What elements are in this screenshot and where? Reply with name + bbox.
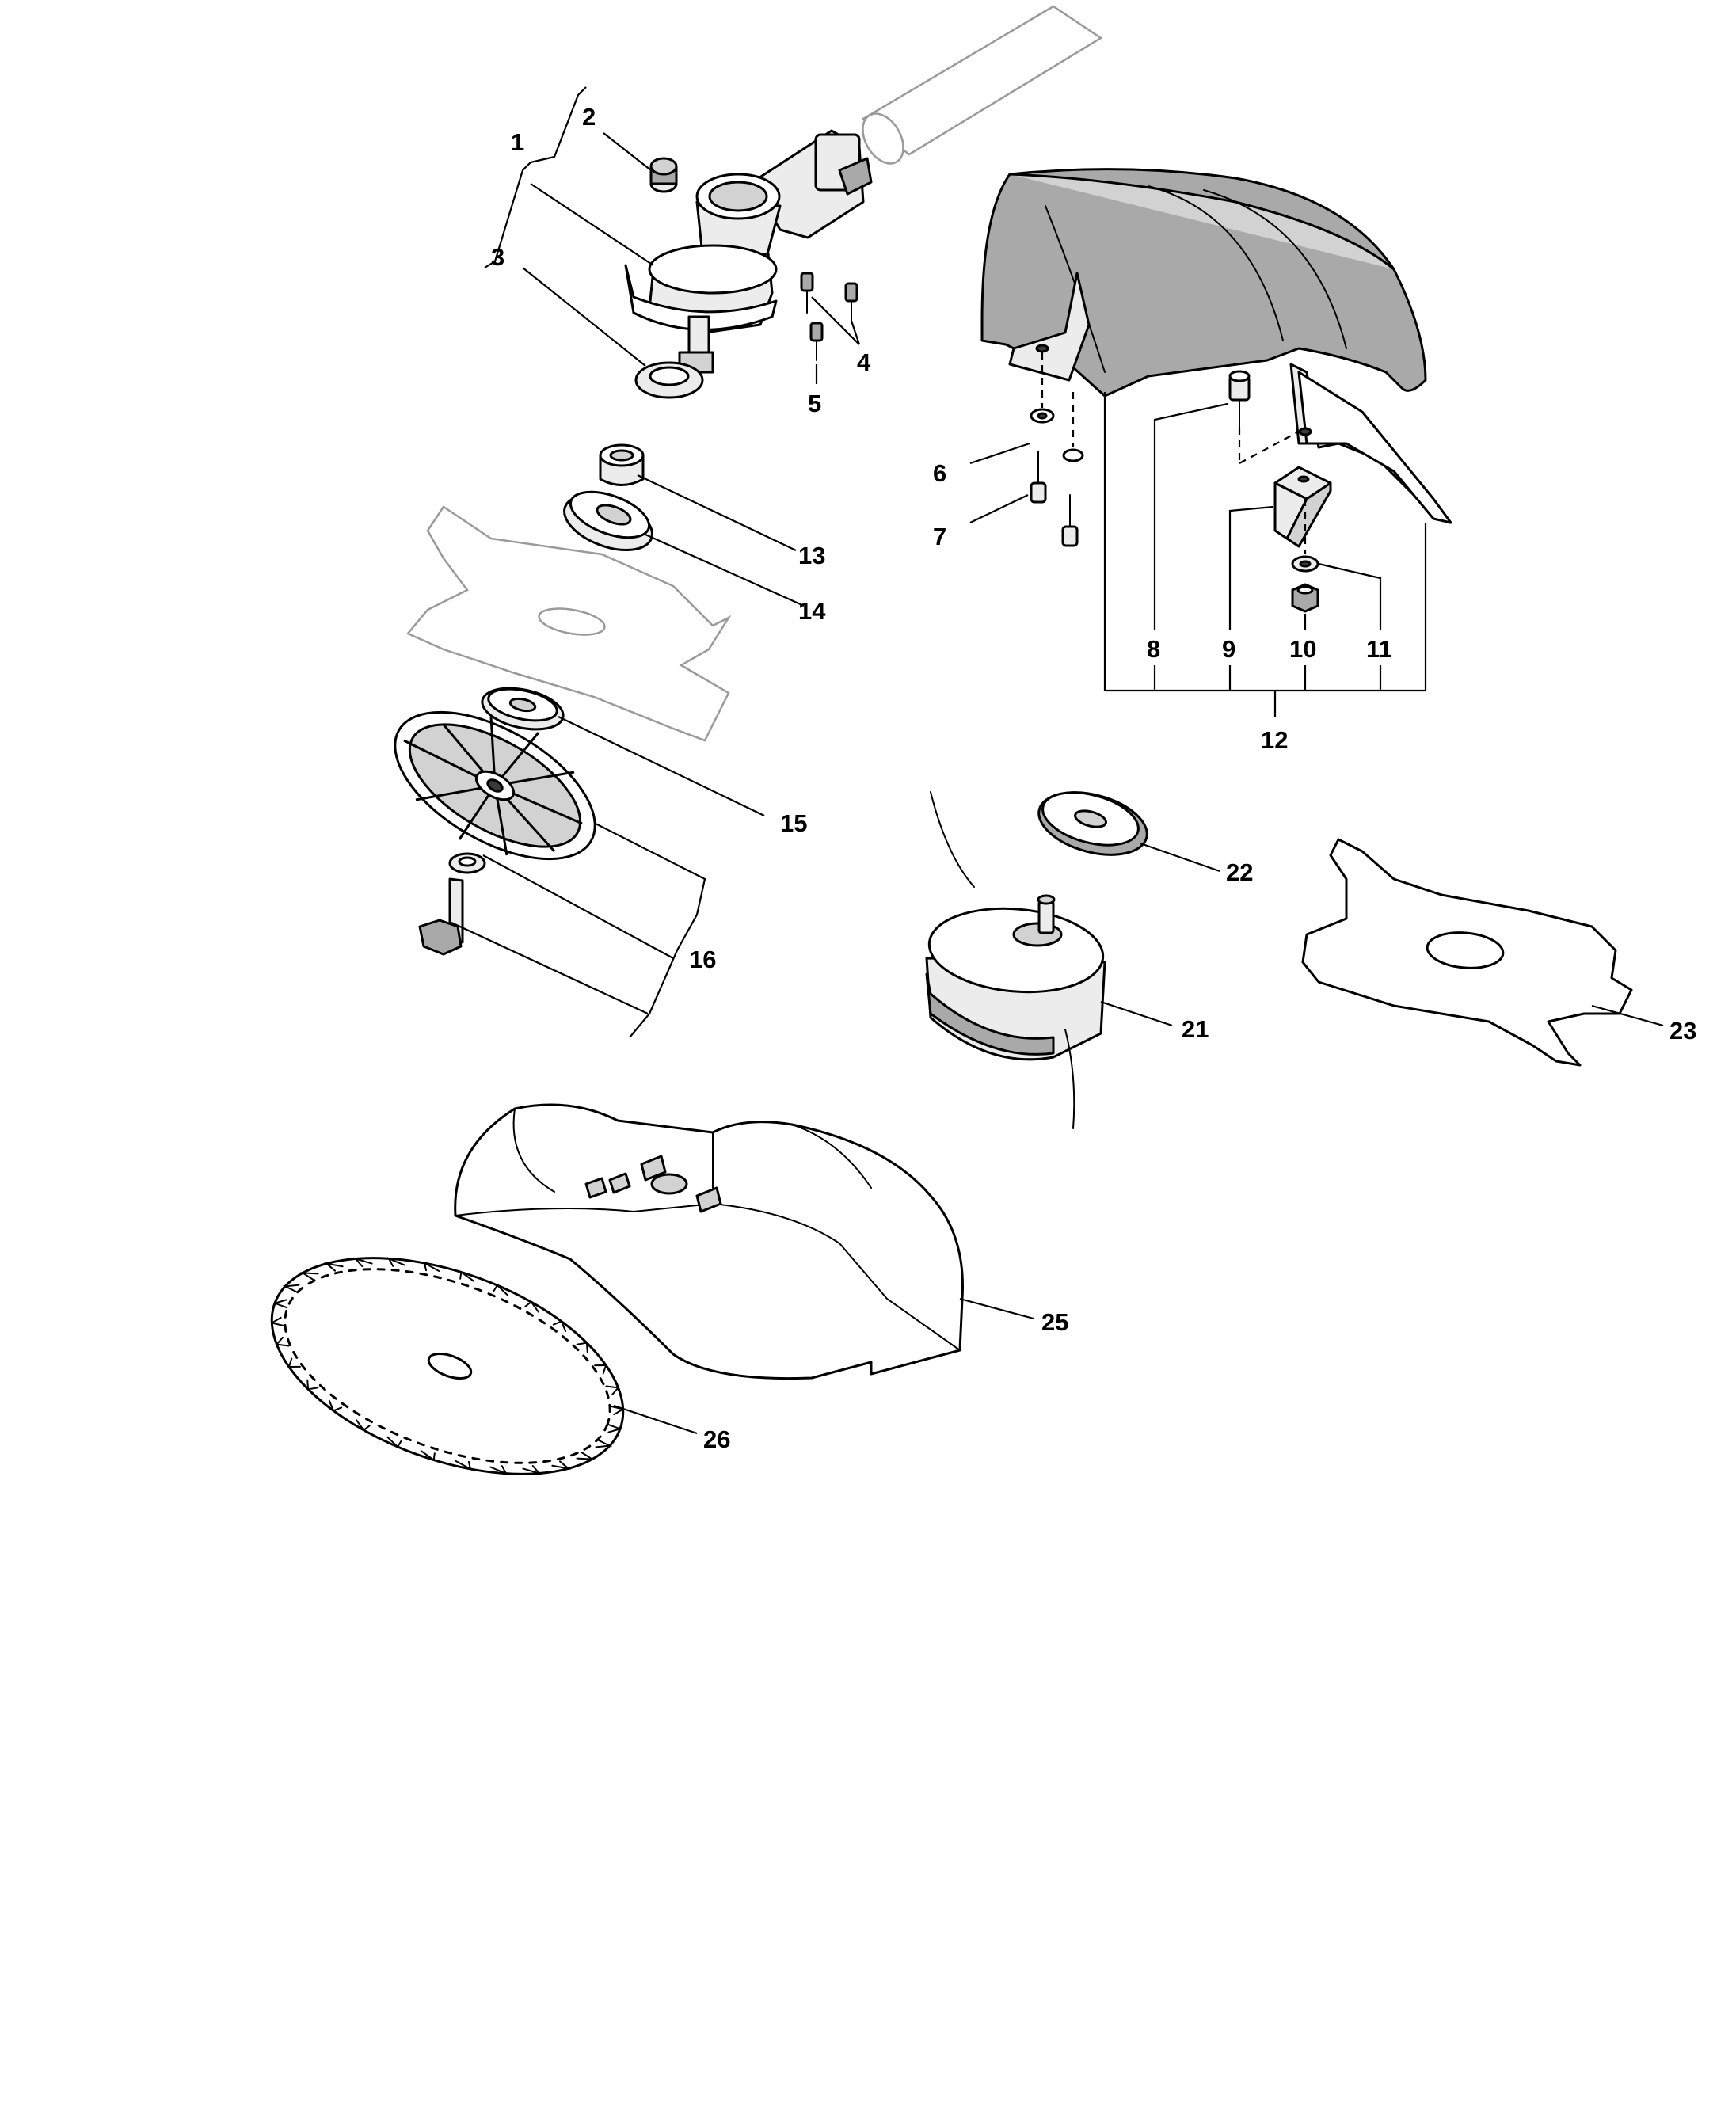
part-23-blade — [1301, 838, 1633, 1067]
saw-tooth — [576, 1452, 596, 1460]
part-11-washer — [1291, 555, 1319, 573]
saw-tooth — [489, 1465, 508, 1475]
part-8-bolt — [1228, 370, 1251, 428]
saw-tooth — [353, 1257, 373, 1267]
callout-10: 10 — [1289, 635, 1316, 663]
part-10-nut — [1291, 583, 1319, 613]
saw-tooth — [576, 1342, 588, 1353]
callout-16: 16 — [689, 946, 716, 973]
saw-tooth — [459, 1270, 475, 1282]
part-25-shield — [454, 1103, 964, 1380]
callout-12: 12 — [1261, 726, 1288, 754]
saw-tooth — [356, 1419, 371, 1432]
saw-tooth — [386, 1257, 405, 1267]
part-12-grass-guard — [980, 168, 1452, 524]
part-1-gear-head — [624, 129, 873, 374]
saw-tooth — [275, 1336, 290, 1347]
part-22-cap — [1037, 791, 1148, 856]
callout-23: 23 — [1669, 1017, 1696, 1045]
callout-1: 1 — [511, 128, 524, 156]
saw-tooth — [493, 1284, 508, 1296]
callout-13: 13 — [798, 542, 825, 569]
part-16-guard-disc — [394, 710, 596, 861]
part-14-bearing-ring — [563, 490, 653, 551]
part-9-bracket — [1273, 466, 1332, 548]
part-6-washer — [1030, 408, 1055, 424]
saw-tooth — [524, 1300, 539, 1313]
four-tooth-blade-ghost — [405, 505, 732, 742]
callout-26: 26 — [703, 1425, 730, 1453]
saw-tooth — [522, 1465, 542, 1475]
callout-2: 2 — [582, 103, 596, 131]
part-7-screw — [1030, 448, 1084, 547]
part-26-saw-blade — [269, 1257, 626, 1475]
saw-tooth — [455, 1460, 472, 1471]
callout-5: 5 — [808, 390, 821, 417]
saw-tooth — [269, 1316, 285, 1327]
saw-tooth — [607, 1423, 623, 1433]
saw-tooth — [595, 1439, 613, 1448]
callout-3: 3 — [491, 243, 504, 271]
callout-11: 11 — [1366, 635, 1392, 663]
saw-tooth — [299, 1272, 319, 1281]
callout-21: 21 — [1182, 1015, 1209, 1043]
saw-tooth — [328, 1399, 343, 1412]
part-21-trimmer-head — [925, 791, 1106, 1129]
drive-shaft-tube — [861, 5, 1103, 165]
saw-tooth — [386, 1436, 402, 1448]
part-2-plug — [649, 157, 678, 193]
saw-tooth — [605, 1385, 620, 1396]
saw-tooth — [306, 1379, 319, 1391]
saw-tooth — [282, 1284, 300, 1293]
saw-tooth — [323, 1262, 344, 1272]
callout-4: 4 — [857, 348, 871, 376]
part-16-bolt — [418, 852, 486, 956]
callout-8: 8 — [1147, 635, 1160, 663]
saw-tooth — [552, 1320, 567, 1333]
part-15-flange — [481, 687, 565, 731]
saw-tooth — [594, 1364, 607, 1375]
callout-6: 6 — [933, 459, 946, 487]
part-13-spacer — [599, 443, 645, 486]
part-5-screw — [809, 322, 824, 361]
part-3-bearing — [634, 361, 704, 399]
saw-tooth — [287, 1357, 301, 1368]
saw-tooth — [272, 1299, 288, 1309]
callout-25: 25 — [1041, 1308, 1068, 1336]
callout-15: 15 — [780, 809, 807, 837]
saw-tooth — [551, 1460, 572, 1470]
saw-tooth — [420, 1450, 436, 1462]
callout-14: 14 — [798, 597, 826, 625]
saw-tooth — [423, 1262, 440, 1273]
callout-labels: 1 2 3 4 5 6 7 8 9 10 11 12 13 14 15 16 2… — [491, 103, 1696, 1453]
part-4-screws — [800, 272, 858, 322]
leader-lines — [451, 86, 1664, 1435]
callout-9: 9 — [1222, 635, 1235, 663]
callout-22: 22 — [1226, 858, 1253, 886]
callout-7: 7 — [933, 523, 946, 550]
